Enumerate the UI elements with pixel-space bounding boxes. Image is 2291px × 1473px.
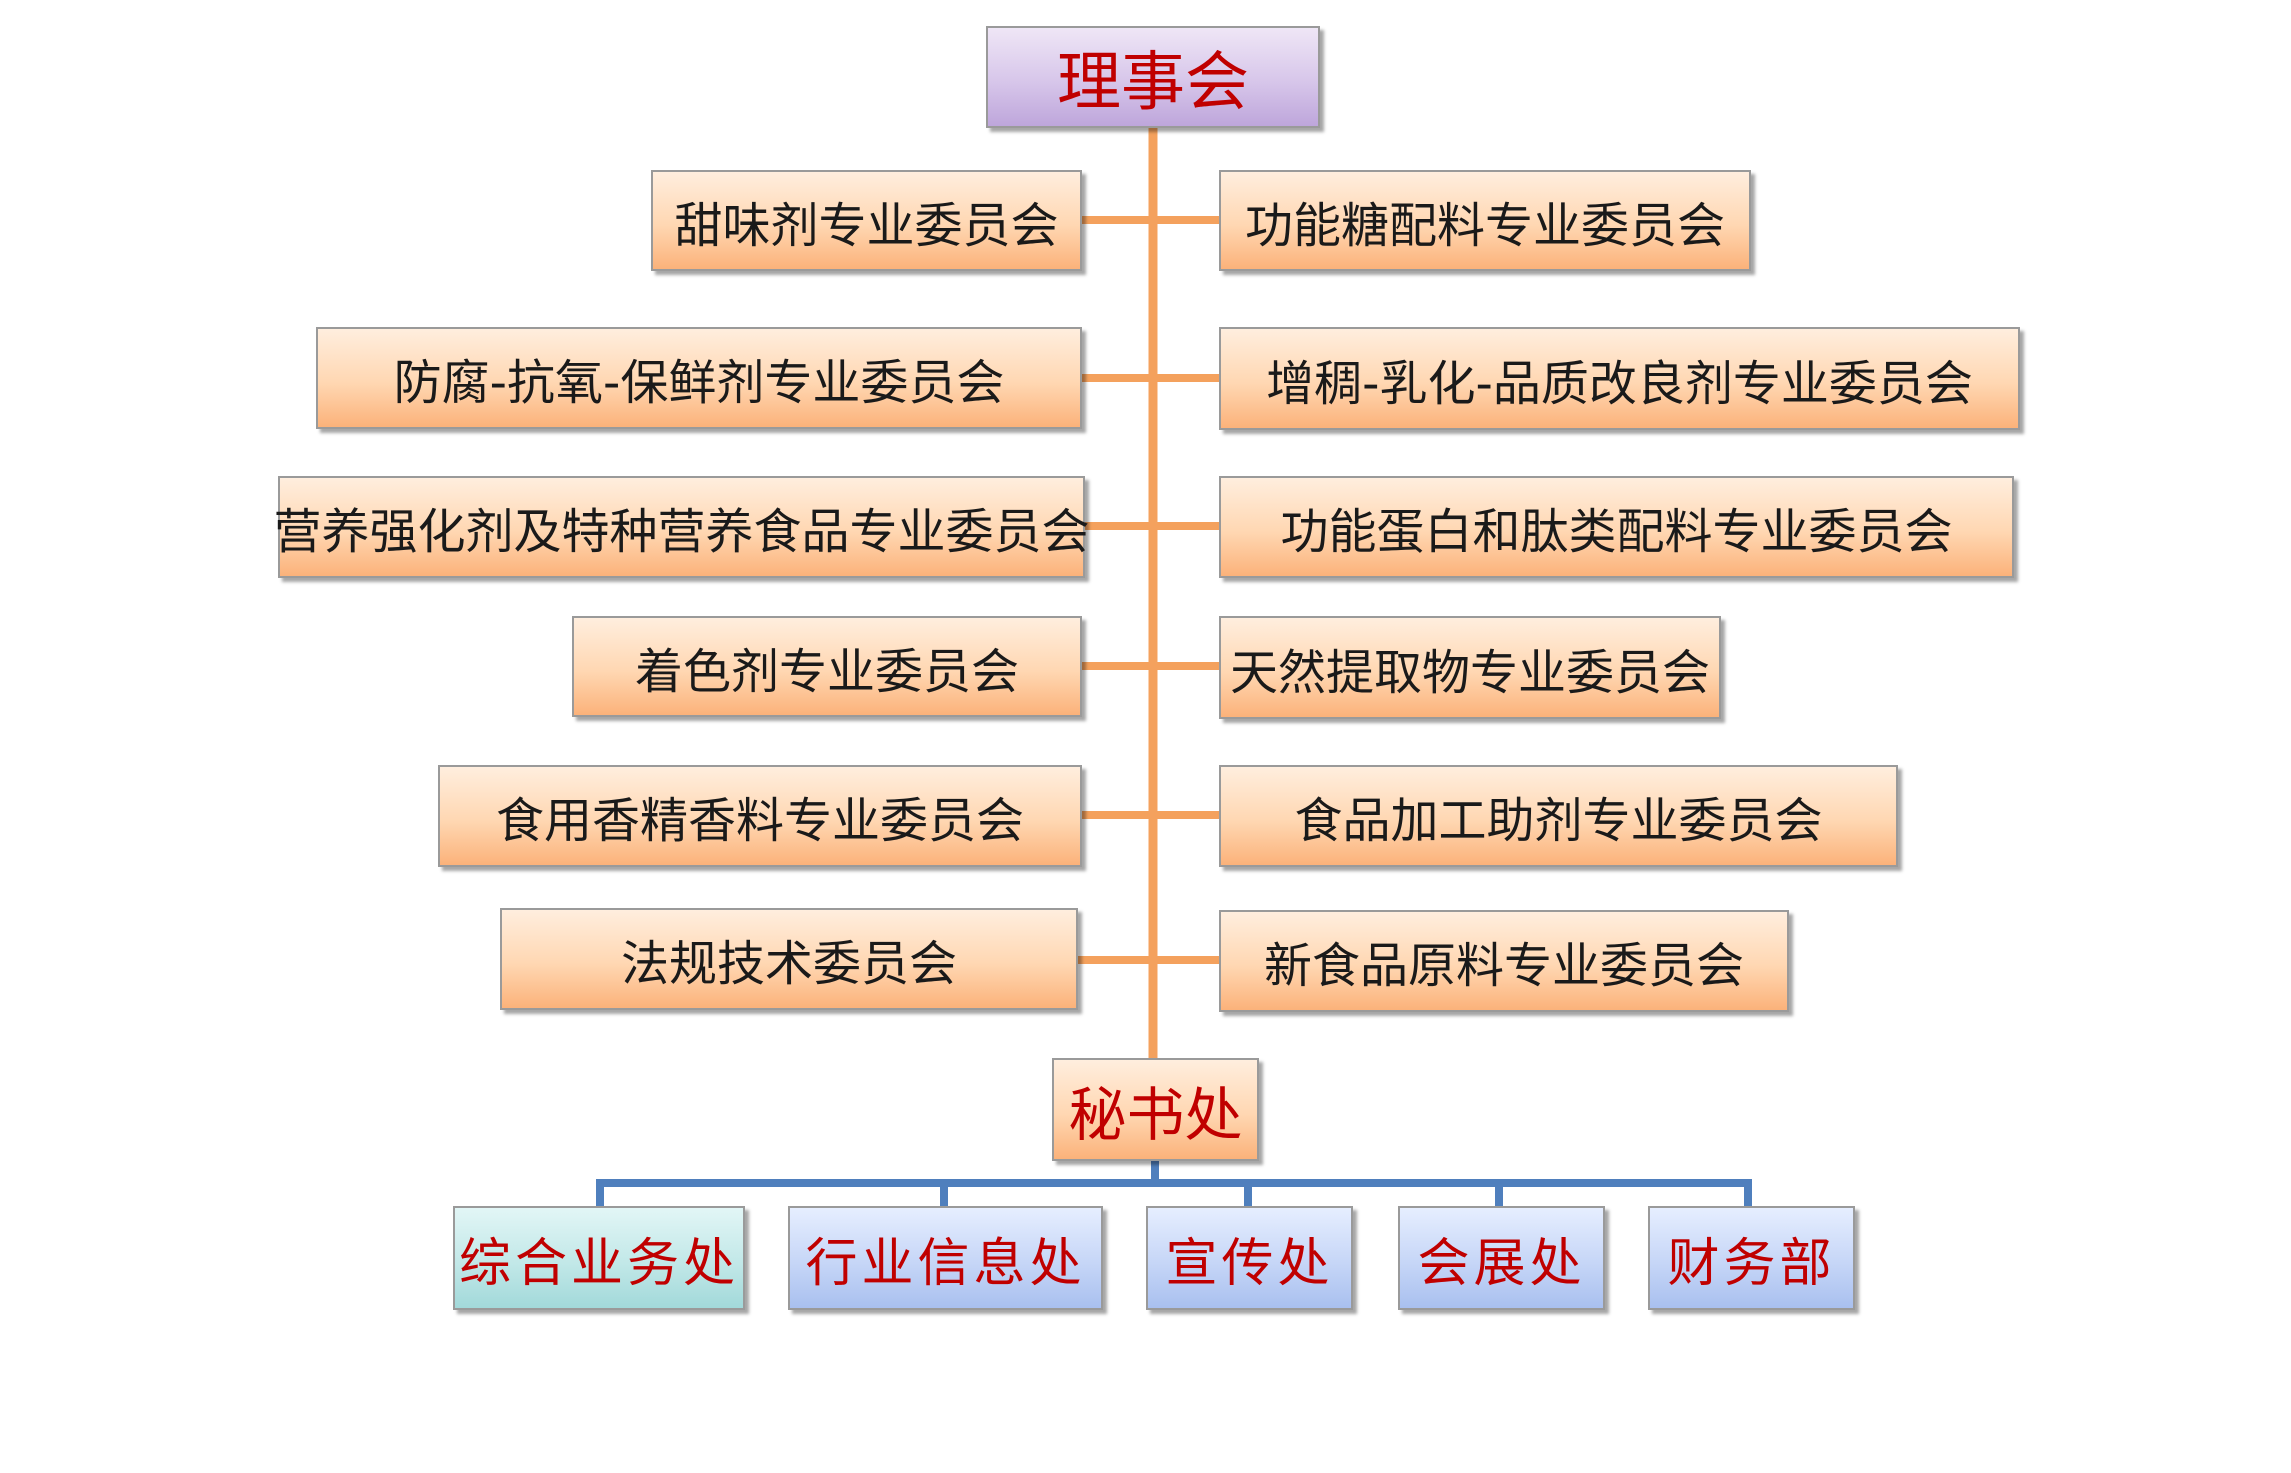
root-council-box: 理事会 bbox=[986, 26, 1320, 128]
committee-right-2: 增稠-乳化-品质改良剂专业委员会 bbox=[1219, 327, 2020, 430]
committee-left-2: 防腐-抗氧-保鲜剂专业委员会 bbox=[316, 327, 1082, 429]
dept-finance: 财务部 bbox=[1648, 1206, 1855, 1310]
committee-left-3: 营养强化剂及特种营养食品专业委员会 bbox=[274, 476, 1090, 578]
committee-right-6: 新食品原料专业委员会 bbox=[1219, 910, 1789, 1012]
committee-right-5: 食品加工助剂专业委员会 bbox=[1219, 765, 1898, 867]
dept-publicity: 宣传处 bbox=[1146, 1206, 1353, 1310]
dept-general-affairs: 综合业务处 bbox=[453, 1206, 745, 1310]
committee-right-3: 功能蛋白和肽类配料专业委员会 bbox=[1219, 476, 2014, 578]
committee-right-1: 功能糖配料专业委员会 bbox=[1219, 170, 1751, 271]
committee-left-6: 法规技术委员会 bbox=[500, 908, 1078, 1010]
committee-left-5: 食用香精香料专业委员会 bbox=[438, 765, 1082, 867]
dept-exhibition: 会展处 bbox=[1398, 1206, 1605, 1310]
secretariat-box: 秘书处 bbox=[1052, 1058, 1259, 1161]
committee-right-4: 天然提取物专业委员会 bbox=[1219, 616, 1721, 719]
committee-left-4: 着色剂专业委员会 bbox=[572, 616, 1082, 717]
committee-left-1: 甜味剂专业委员会 bbox=[651, 170, 1082, 271]
dept-industry-info: 行业信息处 bbox=[788, 1206, 1103, 1310]
